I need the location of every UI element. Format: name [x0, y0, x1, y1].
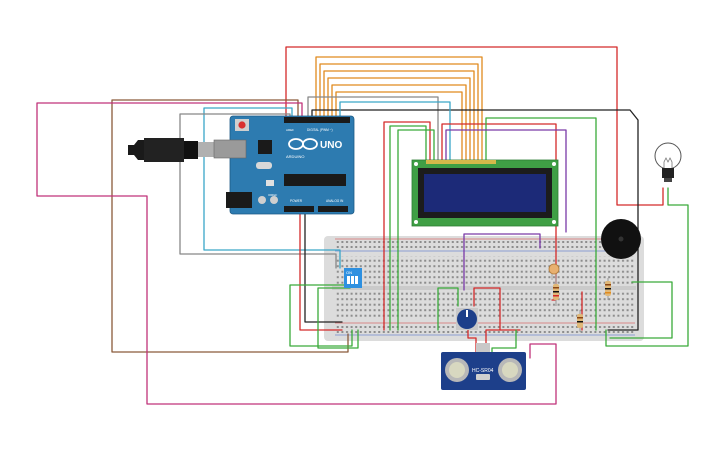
atmega-chip — [284, 174, 346, 186]
wire-purple-lcd[interactable] — [445, 129, 567, 233]
wire-red-pot[interactable] — [473, 287, 501, 331]
resistor-1[interactable] — [553, 278, 559, 306]
wire-black-gnd[interactable] — [304, 211, 343, 323]
wire-orange-2[interactable] — [319, 63, 479, 163]
wire-gray-top[interactable] — [307, 96, 439, 163]
lcd-pin-header[interactable] — [426, 160, 496, 164]
wire-green-lcd-3[interactable] — [485, 117, 597, 331]
potentiometer[interactable] — [456, 308, 478, 330]
wire-orange-3[interactable] — [323, 70, 475, 163]
wire-red-lcd-2[interactable] — [441, 123, 557, 301]
power-label: POWER — [290, 199, 303, 203]
analog-label: ANALOG IN — [326, 199, 344, 203]
lcd-screen — [424, 174, 546, 212]
resistor-2[interactable] — [577, 310, 583, 332]
wire-red-5v[interactable] — [299, 211, 343, 331]
wire-cyan[interactable] — [203, 107, 341, 269]
wire-black-top[interactable] — [311, 109, 639, 331]
wire-red-lcd-1[interactable] — [383, 121, 431, 331]
usb-cable — [128, 138, 216, 162]
dip-switch[interactable]: ON — [344, 268, 362, 288]
wire-red-top-loop[interactable] — [285, 46, 664, 206]
lcd-16x2[interactable] — [411, 159, 559, 227]
piezo-buzzer[interactable] — [601, 219, 641, 259]
reset-button[interactable] — [238, 121, 246, 129]
wire-purple-bb[interactable] — [463, 233, 541, 291]
wire-green-lcd-1[interactable] — [389, 125, 427, 331]
arduino-logo-icon — [288, 138, 318, 150]
wire-green-lcd-2[interactable] — [397, 129, 435, 331]
wire-green-bb-2[interactable] — [317, 287, 359, 349]
ioref-label: IOREF — [268, 193, 277, 197]
digital-header[interactable] — [284, 117, 350, 123]
wire-orange-4[interactable] — [327, 77, 471, 163]
resistor-3[interactable] — [605, 278, 611, 300]
ultrasonic-label: HC-SR04 — [472, 368, 494, 374]
wires — [36, 46, 689, 405]
wire-magenta[interactable] — [36, 102, 557, 405]
light-bulb-icon[interactable] — [654, 142, 682, 182]
wire-cyan-lcd[interactable] — [339, 101, 451, 163]
uno-logo-text: UNO — [320, 140, 342, 151]
dip-switch-label: ON — [346, 270, 352, 275]
wire-orange-6[interactable] — [335, 91, 463, 163]
ultrasonic-sensor[interactable]: HC-SR04 — [441, 343, 526, 390]
digital-label: DIGITAL (PWM ~) — [307, 128, 333, 132]
aref-label: AREF — [286, 128, 294, 132]
wire-green-lamp[interactable] — [605, 187, 689, 347]
power-header[interactable] — [284, 206, 314, 212]
analog-header[interactable] — [318, 206, 348, 212]
wire-green-bb-3[interactable] — [437, 287, 459, 331]
wire-green-bb-1[interactable] — [289, 284, 353, 347]
photoresistor[interactable] — [548, 263, 560, 280]
wire-green-buzzer[interactable] — [609, 281, 673, 339]
arduino-brand-text: ARDUINO — [286, 154, 304, 159]
arduino-uno[interactable]: UNO ARDUINO DIGITAL (PWM ~) POWER ANALOG… — [213, 115, 355, 215]
